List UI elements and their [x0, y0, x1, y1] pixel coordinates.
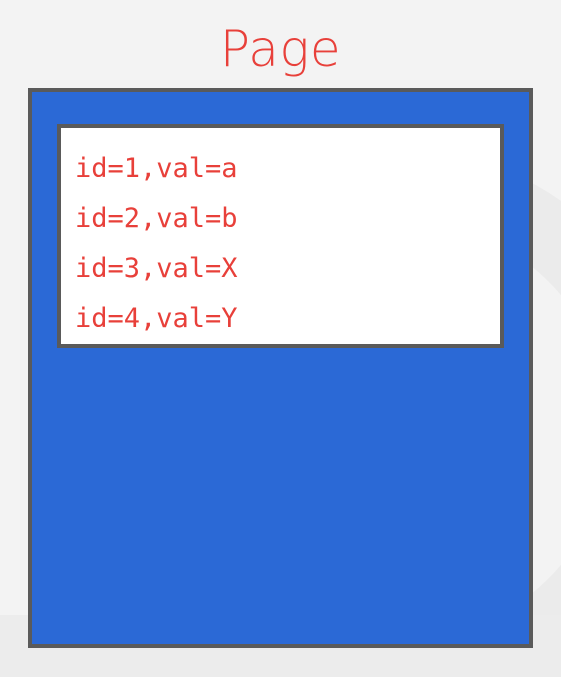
- record-row: id=1,val=a: [75, 153, 238, 184]
- records-list: id=1,val=a id=2,val=b id=3,val=X id=4,va…: [57, 124, 504, 348]
- record-row: id=4,val=Y: [75, 303, 238, 334]
- record-row: id=2,val=b: [75, 203, 238, 234]
- record-row: id=3,val=X: [75, 253, 238, 284]
- page-title: Page: [219, 20, 342, 78]
